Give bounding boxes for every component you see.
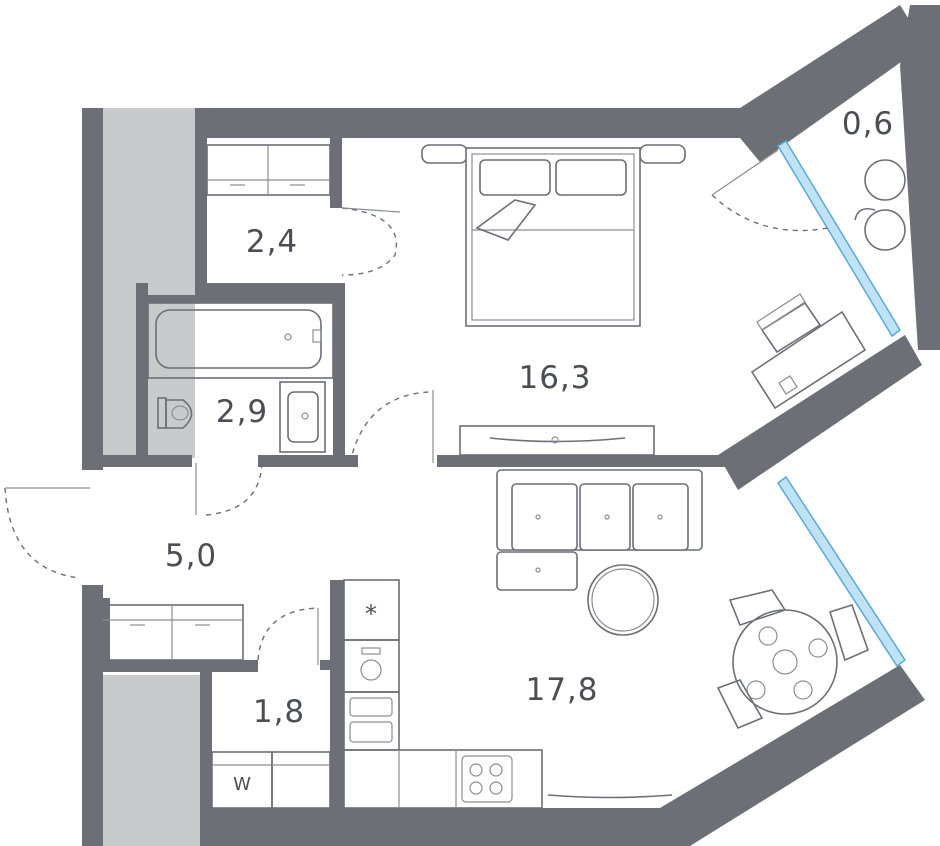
coffee-table xyxy=(587,564,659,636)
storage-cabinets xyxy=(206,144,331,196)
dining-table xyxy=(716,589,870,730)
toilet xyxy=(157,397,193,429)
room-area-storage: 2,4 xyxy=(246,224,298,260)
room-area-laundry: 1,8 xyxy=(253,694,305,730)
washer-mark: W xyxy=(233,774,251,795)
bath-sink xyxy=(279,381,326,453)
tv-unit xyxy=(459,425,655,456)
bed xyxy=(421,144,686,327)
balcony-furniture xyxy=(854,159,906,251)
freezer-mark: * xyxy=(365,600,377,628)
room-area-hallway: 5,0 xyxy=(165,538,217,574)
doors xyxy=(4,149,829,665)
sofa xyxy=(496,469,703,591)
room-area-balcony: 0,6 xyxy=(842,106,894,142)
shaft-lower xyxy=(103,675,200,846)
room-area-living-kitchen: 17,8 xyxy=(525,672,598,708)
kitchen: * xyxy=(343,579,673,809)
walls xyxy=(82,5,940,846)
windows xyxy=(776,139,907,668)
hall-cabinet xyxy=(102,604,244,661)
room-area-bathroom: 2,9 xyxy=(216,394,268,430)
washer: W xyxy=(211,751,331,809)
room-area-bedroom: 16,3 xyxy=(518,360,591,396)
desk xyxy=(750,293,867,410)
bathtub xyxy=(147,302,334,379)
